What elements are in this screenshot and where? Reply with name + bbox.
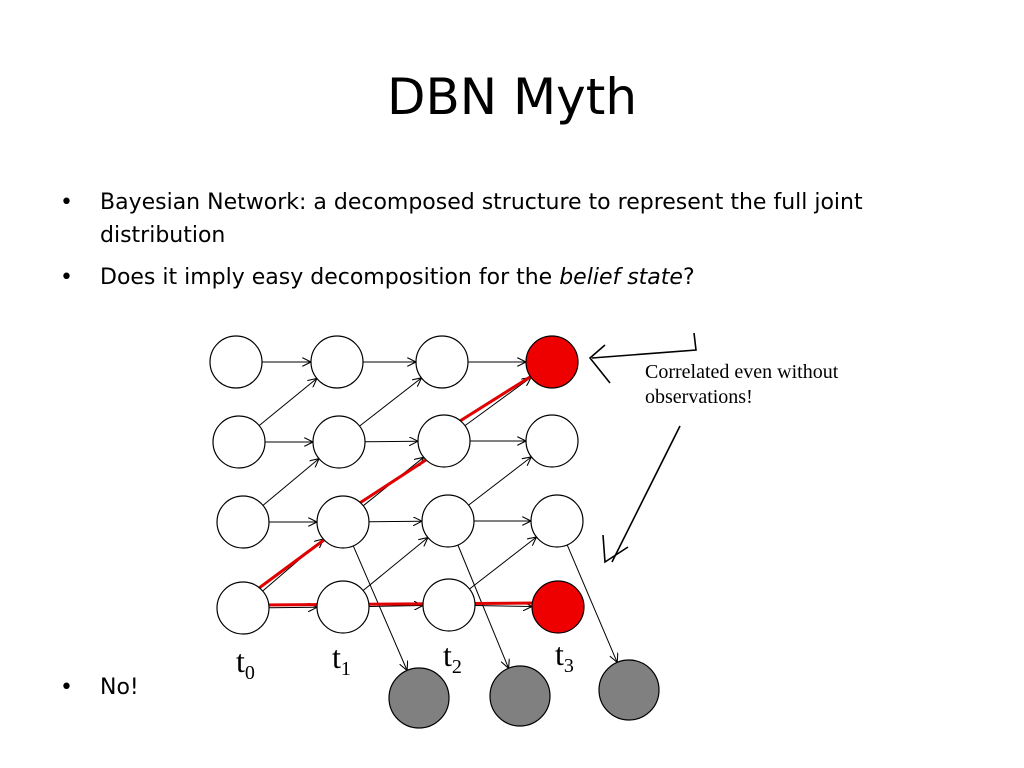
time-label-t2: t2	[443, 637, 462, 678]
time-label-t3: t3	[555, 636, 574, 677]
state-node-r3-c2	[422, 578, 476, 632]
time-labels: t0 t1 t2 t3	[236, 636, 574, 684]
edge-diagonal-r1-c2	[464, 377, 531, 427]
edge-diagonal-r2-c0	[262, 459, 319, 506]
bullet-marker: •	[60, 265, 73, 290]
edge-horizontal-r1-c1	[364, 441, 418, 442]
edge-horizontal-r2-c1	[368, 521, 422, 522]
correlation-line-2	[450, 375, 532, 428]
correlation-lines	[253, 375, 537, 607]
bullet-text-emphasis: belief state	[559, 265, 683, 290]
annotation: Correlated even without observations!	[645, 361, 839, 408]
time-label-t0: t0	[236, 643, 255, 684]
edge-layer	[258, 362, 617, 671]
observation-node-layer	[388, 659, 660, 729]
bullet-bayesian-network: • Bayesian Network: a decomposed structu…	[60, 186, 940, 256]
observation-node-0	[388, 667, 450, 729]
bullet-text-pre: Does it imply easy decomposition for the	[100, 265, 560, 290]
state-node-r0-c1	[310, 335, 364, 389]
bullet-text-post: ?	[682, 265, 695, 290]
correlation-line-1	[350, 454, 434, 510]
state-node-r2-c0	[216, 495, 270, 549]
edge-horizontal-r3-c2	[474, 606, 532, 607]
bullet-text: Bayesian Network: a decomposed structure…	[100, 190, 863, 248]
bullet-belief-state: • Does it imply easy decomposition for t…	[60, 261, 940, 294]
bullet-no: • No!	[60, 671, 940, 704]
annotation-arrow-top	[588, 332, 697, 384]
edge-diagonal-r3-c2	[469, 537, 537, 590]
edge-diagonal-r1-c0	[258, 378, 317, 426]
state-node-r0-c2	[415, 335, 469, 389]
edge-diagonal-r1-c1	[359, 378, 422, 427]
bullet-text: Does it imply easy decomposition for the…	[100, 261, 940, 294]
state-node-r2-c3	[530, 494, 584, 548]
edge-observation-1	[457, 544, 509, 668]
observation-node-2	[598, 659, 660, 721]
edge-observation-0	[352, 545, 407, 671]
annotation-line-1: Correlated even without	[645, 361, 839, 383]
annotation-arrow-bottom	[602, 425, 681, 564]
edge-observation-2	[566, 544, 617, 663]
edge-diagonal-r3-c1	[362, 538, 428, 591]
state-node-r1-c3	[525, 414, 579, 468]
state-node-r3-c0	[216, 581, 270, 635]
edge-diagonal-r2-c2	[468, 457, 532, 506]
state-node-r2-c2	[421, 494, 475, 548]
annotation-line-2: observations!	[645, 386, 753, 408]
bullet-marker: •	[60, 675, 73, 700]
highlighted-node-r3-c3	[531, 580, 585, 634]
state-node-r0-c0	[209, 335, 263, 389]
correlation-line-0	[253, 535, 330, 593]
state-node-r3-c1	[316, 580, 370, 634]
correlation-line-3	[260, 601, 537, 607]
highlighted-node-r0-c3	[525, 335, 579, 389]
state-node-r1-c1	[312, 415, 366, 469]
time-label-t1: t1	[332, 639, 351, 680]
state-node-r2-c1	[316, 495, 370, 549]
bullet-marker: •	[60, 190, 73, 215]
state-node-r1-c0	[212, 415, 266, 469]
page-title: DBN Myth	[386, 68, 638, 126]
bullet-text: No!	[100, 675, 139, 700]
observation-node-1	[489, 665, 551, 727]
state-node-r1-c2	[417, 414, 471, 468]
edge-horizontal-r3-c1	[368, 606, 423, 607]
node-layer	[209, 335, 585, 635]
